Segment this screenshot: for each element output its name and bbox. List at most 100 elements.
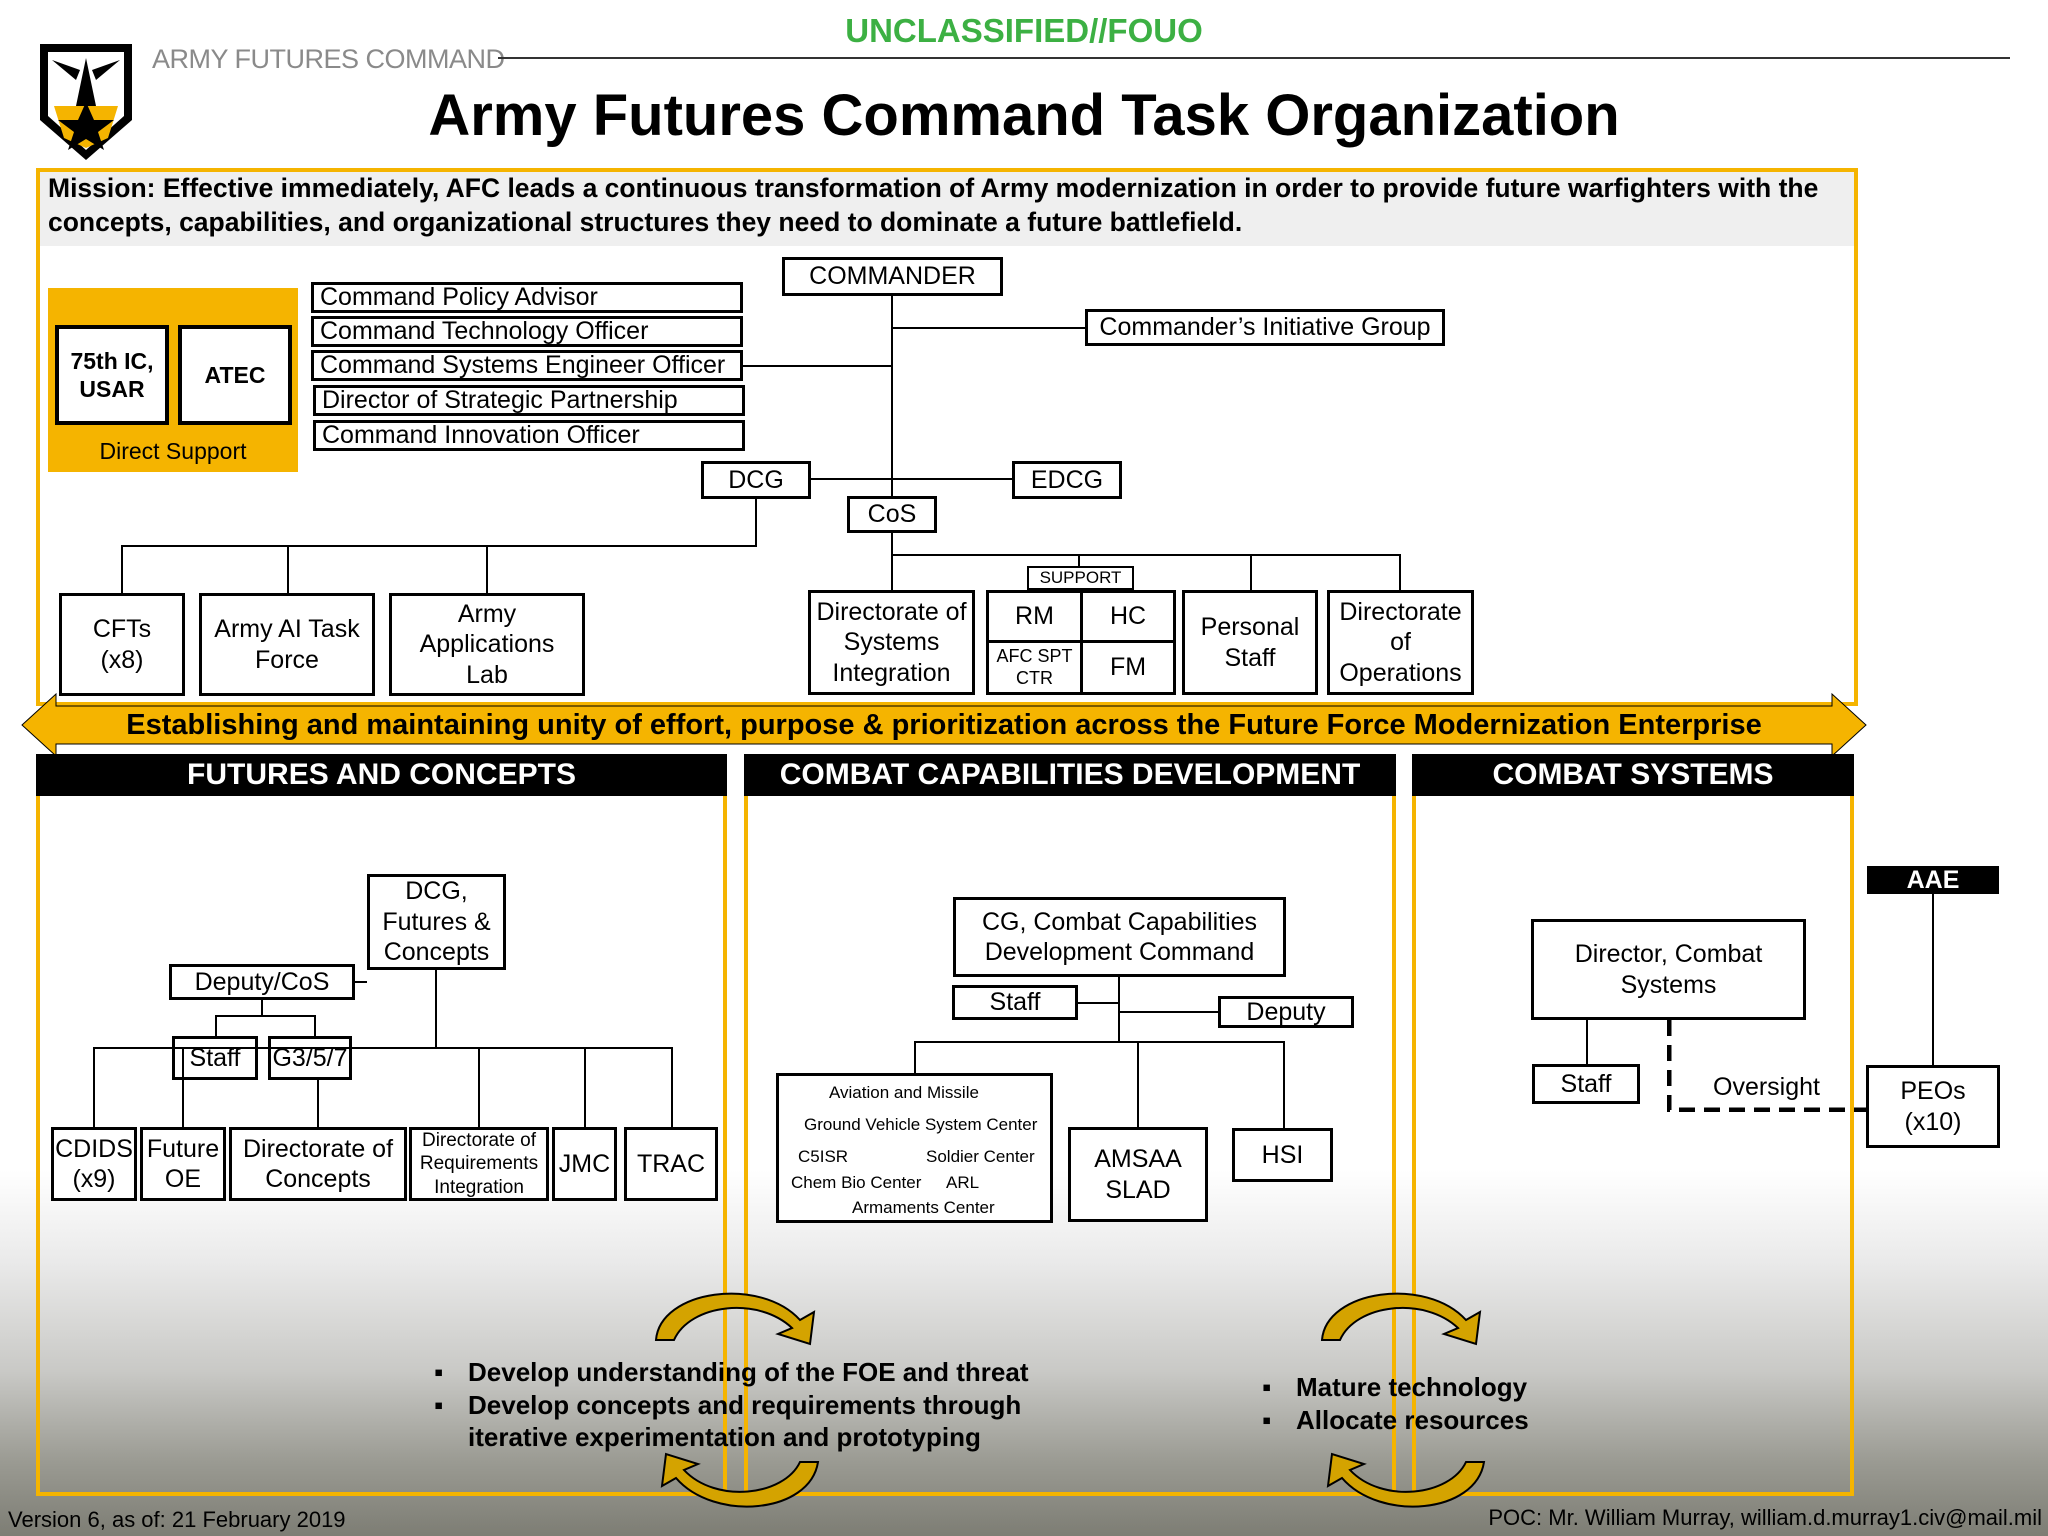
support-cell-fm: FM xyxy=(1080,640,1176,695)
fc-staff-box: Staff xyxy=(172,1036,258,1080)
page-title: Army Futures Command Task Organization xyxy=(428,83,1620,148)
bullet-item: ▪Mature technology xyxy=(1262,1372,1528,1402)
ai-vline xyxy=(287,545,289,593)
fc-dcg-vline xyxy=(435,970,437,1048)
ccdc-centers-box xyxy=(776,1073,1053,1223)
banner-text: Establishing and maintaining unity of ef… xyxy=(126,709,1762,741)
future-oe-box: Future OE xyxy=(140,1127,226,1201)
dir-systems-integration-box: Directorate of Systems Integration xyxy=(808,590,975,695)
dcg-futures-concepts-box: DCG, Futures & Concepts xyxy=(367,874,506,970)
fc-g357-down xyxy=(317,1080,319,1128)
fc-dcg-deputy-hline xyxy=(355,981,367,983)
center-c5isr: C5ISR xyxy=(798,1147,849,1166)
ccd-amsaa-vline xyxy=(1137,1041,1139,1128)
fc-dri-vline xyxy=(478,1047,480,1128)
staff-director-strategic-partnership: Director of Strategic Partnership xyxy=(313,385,745,416)
bullets-left: ▪Develop understanding of the FOE and th… xyxy=(434,1356,1074,1454)
cg-ccdc-box: CG, Combat Capabilities Development Comm… xyxy=(953,897,1286,977)
staff-connector xyxy=(743,365,891,367)
cycle-arrows-left xyxy=(650,1282,825,1517)
fc-g357-vline xyxy=(314,1015,316,1037)
cs-staff-box: Staff xyxy=(1532,1064,1640,1104)
unity-banner: Establishing and maintaining unity of ef… xyxy=(20,692,1868,758)
right-branch-hline xyxy=(891,554,1401,556)
bullet-square-icon: ▪ xyxy=(1262,1404,1272,1435)
center-soldier: Soldier Center xyxy=(926,1147,1035,1166)
staff-command-innovation-officer: Command Innovation Officer xyxy=(313,420,745,451)
futures-header: FUTURES AND CONCEPTS xyxy=(36,754,727,796)
bullet-item: ▪Develop understanding of the FOE and th… xyxy=(434,1357,1029,1387)
trac-box: TRAC xyxy=(624,1127,718,1201)
center-armaments: Armaments Center xyxy=(852,1198,995,1217)
mission-statement: Mission: Effective immediately, AFC lead… xyxy=(40,172,1854,246)
center-chem-bio: Chem Bio Center xyxy=(791,1173,922,1192)
unit-75th-ic: 75th IC, USAR xyxy=(55,325,169,425)
unit-atec: ATEC xyxy=(178,325,292,425)
cdids-box: CDIDS (x9) xyxy=(51,1127,137,1201)
center-ground-vehicle: Ground Vehicle System Center xyxy=(804,1115,1038,1134)
army-applications-lab-box: Army Applications Lab xyxy=(389,593,585,696)
aal-vline xyxy=(486,545,488,593)
ccd-staff-box: Staff xyxy=(952,985,1078,1020)
aae-vline xyxy=(1932,894,1934,1066)
version-footer: Version 6, as of: 21 February 2019 xyxy=(8,1507,346,1532)
commanders-initiative-group: Commander’s Initiative Group xyxy=(1085,309,1445,346)
dashed-connector-icon xyxy=(1666,1020,1869,1113)
ccd-header: COMBAT CAPABILITIES DEVELOPMENT xyxy=(744,754,1396,796)
bullet-item: ▪Allocate resources xyxy=(1262,1404,1529,1435)
support-label: SUPPORT xyxy=(1027,566,1134,590)
bullet-item: ▪Develop concepts and requirements throu… xyxy=(434,1389,1022,1453)
fc-deputy-vline xyxy=(261,1000,263,1016)
poc-footer: POC: Mr. William Murray, william.d.murra… xyxy=(1488,1505,2042,1530)
star-logo-icon xyxy=(40,44,132,160)
ccd-centers-vline xyxy=(914,1041,916,1075)
cig-connector xyxy=(891,327,1087,329)
bullet-square-icon: ▪ xyxy=(434,1389,444,1420)
cfts-box: CFTs (x8) xyxy=(59,593,185,696)
background-photo xyxy=(0,1170,2048,1536)
fc-staff-vline xyxy=(215,1015,217,1037)
staff-command-technology-officer: Command Technology Officer xyxy=(311,316,743,347)
left-branch-hline xyxy=(121,545,757,547)
army-ai-task-force-box: Army AI Task Force xyxy=(199,593,375,696)
staff-command-systems-engineer-officer: Command Systems Engineer Officer xyxy=(311,350,743,381)
center-arl: ARL xyxy=(946,1173,980,1192)
double-arrow-icon xyxy=(21,692,1867,758)
amsaa-slad-box: AMSAA SLAD xyxy=(1068,1127,1208,1222)
dir-ops-vline xyxy=(1399,554,1401,593)
director-combat-systems-box: Director, Combat Systems xyxy=(1531,919,1806,1020)
deputy-cos-box: Deputy/CoS xyxy=(169,964,355,1000)
dcg-edcg-hline xyxy=(810,478,1012,480)
support-cell-afc-spt-ctr: AFC SPT CTR xyxy=(986,640,1083,695)
fc-jmc-vline xyxy=(584,1047,586,1128)
directorate-requirements-integration-box: Directorate of Requirements Integration xyxy=(409,1127,549,1201)
oversight-dashed-line xyxy=(1666,1020,1869,1113)
edcg-box: EDCG xyxy=(1012,461,1122,499)
dcg-box: DCG xyxy=(701,461,811,499)
cfts-vline xyxy=(121,545,123,593)
commander-vline xyxy=(891,296,893,498)
staff-command-policy-advisor: Command Policy Advisor xyxy=(311,282,743,313)
header-rule xyxy=(498,57,2010,59)
ccd-units-hline xyxy=(914,1041,1285,1043)
classification-marking: UNCLASSIFIED//FOUO xyxy=(845,12,1203,49)
dcg-vline xyxy=(755,499,757,546)
bullets-right: ▪Mature technology ▪Allocate resources xyxy=(1262,1371,1562,1436)
g357-box: G3/5/7 xyxy=(268,1036,352,1080)
ccd-hsi-vline xyxy=(1283,1041,1285,1128)
directorate-of-operations-box: Directorate of Operations xyxy=(1327,590,1474,695)
fc-units-hline xyxy=(93,1047,673,1049)
oversight-label: Oversight xyxy=(1713,1073,1820,1101)
bullet-square-icon: ▪ xyxy=(434,1357,444,1387)
support-vline xyxy=(1078,554,1080,568)
org-label: ARMY FUTURES COMMAND xyxy=(152,44,505,74)
cs-staff-vline xyxy=(1586,1020,1588,1066)
direct-support-label: Direct Support xyxy=(99,438,247,464)
fc-trac-vline xyxy=(671,1047,673,1128)
cycle-arrows-icon xyxy=(1320,1292,1486,1508)
personal-staff-box: Personal Staff xyxy=(1182,590,1318,695)
cycle-arrows-right xyxy=(1316,1282,1491,1517)
fc-staff-hline xyxy=(215,1015,315,1017)
cos-vline xyxy=(891,533,893,591)
support-cell-rm: RM xyxy=(986,590,1083,643)
